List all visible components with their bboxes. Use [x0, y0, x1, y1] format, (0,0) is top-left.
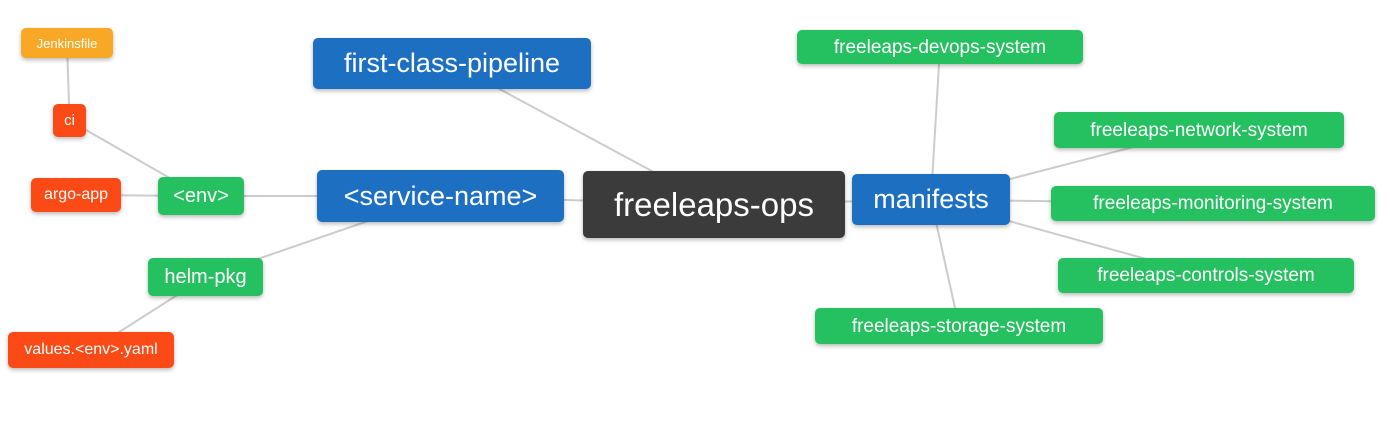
- node-freeleaps-monitoring-system[interactable]: freeleaps-monitoring-system: [1051, 186, 1375, 221]
- node-label: values.<env>.yaml: [24, 341, 158, 358]
- node-service-name[interactable]: <service-name>: [317, 170, 564, 222]
- node-env[interactable]: <env>: [158, 177, 244, 215]
- node-argo-app[interactable]: argo-app: [31, 178, 121, 212]
- node-first-class-pipeline[interactable]: first-class-pipeline: [313, 38, 591, 89]
- node-label: freeleaps-storage-system: [851, 315, 1067, 337]
- node-ci[interactable]: ci: [53, 104, 86, 137]
- node-label: ci: [64, 112, 75, 129]
- node-label: argo-app: [43, 186, 109, 203]
- node-label: first-class-pipeline: [343, 48, 561, 78]
- node-helm-pkg[interactable]: helm-pkg: [148, 258, 263, 296]
- node-jenkinsfile[interactable]: Jenkinsfile: [21, 28, 113, 58]
- node-label: helm-pkg: [164, 266, 247, 288]
- node-label: freeleaps-devops-system: [833, 36, 1047, 58]
- node-freeleaps-ops[interactable]: freeleaps-ops: [583, 171, 845, 238]
- node-label: freeleaps-network-system: [1090, 119, 1308, 141]
- node-label: freeleaps-ops: [614, 186, 814, 223]
- node-label: manifests: [873, 184, 989, 214]
- node-manifests[interactable]: manifests: [852, 174, 1010, 225]
- node-freeleaps-network-system[interactable]: freeleaps-network-system: [1054, 112, 1344, 148]
- node-freeleaps-storage-system[interactable]: freeleaps-storage-system: [815, 308, 1103, 344]
- node-values-env-yaml[interactable]: values.<env>.yaml: [8, 332, 174, 368]
- node-label: freeleaps-monitoring-system: [1093, 193, 1333, 214]
- node-label: <env>: [173, 185, 229, 207]
- node-label: Jenkinsfile: [36, 35, 98, 51]
- node-label: <service-name>: [343, 180, 538, 211]
- node-freeleaps-controls-system[interactable]: freeleaps-controls-system: [1058, 258, 1354, 293]
- node-label: freeleaps-controls-system: [1097, 265, 1315, 286]
- node-freeleaps-devops-system[interactable]: freeleaps-devops-system: [797, 30, 1083, 64]
